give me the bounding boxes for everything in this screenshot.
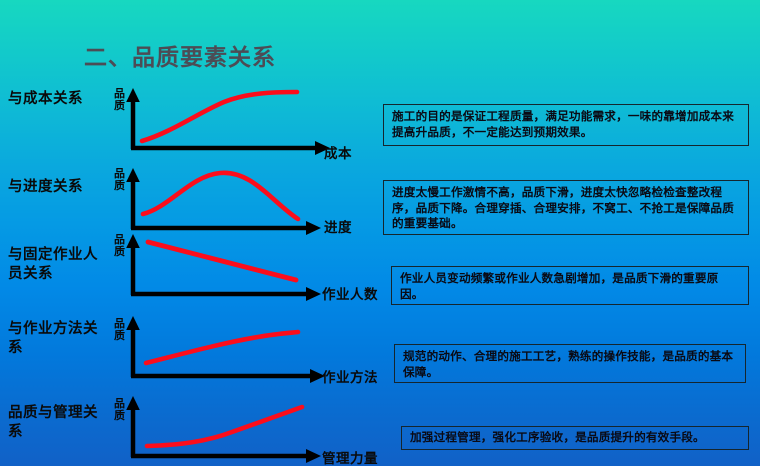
curve-line	[139, 89, 300, 144]
y-axis-label-method: 品质	[114, 317, 125, 342]
axis-lines	[126, 88, 330, 155]
y-axis-label-schedule: 品质	[114, 167, 125, 192]
chart-cost-svg	[126, 88, 330, 155]
x-axis-label-workers: 作业人数	[322, 287, 378, 303]
chart-management	[112, 394, 347, 466]
page-title: 二、品质要素关系	[84, 45, 276, 71]
chart-workers	[112, 232, 347, 304]
chart-method	[112, 314, 347, 386]
curve-line	[144, 404, 305, 449]
row-label-workers: 与固定作业人员关系	[8, 247, 98, 282]
row-label-schedule: 与进度关系	[8, 179, 83, 195]
x-axis-label-management: 管理力量	[322, 451, 378, 466]
chart-schedule-svg	[126, 168, 321, 235]
note-box-workers: 作业人员变动频繁或作业人数急剧增加，是品质下滑的重要原因。	[391, 266, 749, 305]
y-axis-label-workers: 品质	[114, 233, 125, 258]
note-box-schedule: 进度太慢工作激情不高，品质下滑，进度太快忽略检检查整改程序，品质下降。合理穿插、…	[383, 180, 749, 235]
chart-schedule	[112, 166, 347, 238]
axis-lines	[126, 168, 321, 235]
chart-cost	[112, 86, 347, 158]
row-label-management: 品质与管理关系	[8, 405, 98, 440]
curve-line	[145, 239, 299, 283]
row-label-method: 与作业方法关系	[8, 321, 98, 356]
row-label-cost: 与成本关系	[8, 91, 83, 107]
y-axis-label-management: 品质	[114, 397, 125, 422]
curve-line	[140, 170, 301, 222]
y-axis-label-cost: 品质	[114, 87, 125, 112]
chart-method-svg	[126, 316, 325, 383]
note-box-method: 规范的动作、合理的施工工艺，熟练的操作技能，是品质的基本保障。	[394, 344, 746, 383]
curve-line	[143, 329, 301, 366]
chart-management-svg	[126, 396, 321, 463]
x-axis-label-cost: 成本	[324, 146, 352, 162]
axis-lines	[126, 396, 321, 463]
note-box-management: 加强过程管理，强化工序验收，是品质提升的有效手段。	[401, 426, 749, 450]
x-axis-label-schedule: 进度	[324, 220, 352, 236]
chart-workers-svg	[126, 234, 321, 301]
x-axis-label-method: 作业方法	[322, 370, 378, 386]
axis-lines	[126, 316, 325, 383]
note-box-cost: 施工的目的是保证工程质量，满足功能需求，一味的靠增加成本来提高升品质，不一定能达…	[383, 104, 749, 146]
axis-lines	[126, 234, 321, 301]
